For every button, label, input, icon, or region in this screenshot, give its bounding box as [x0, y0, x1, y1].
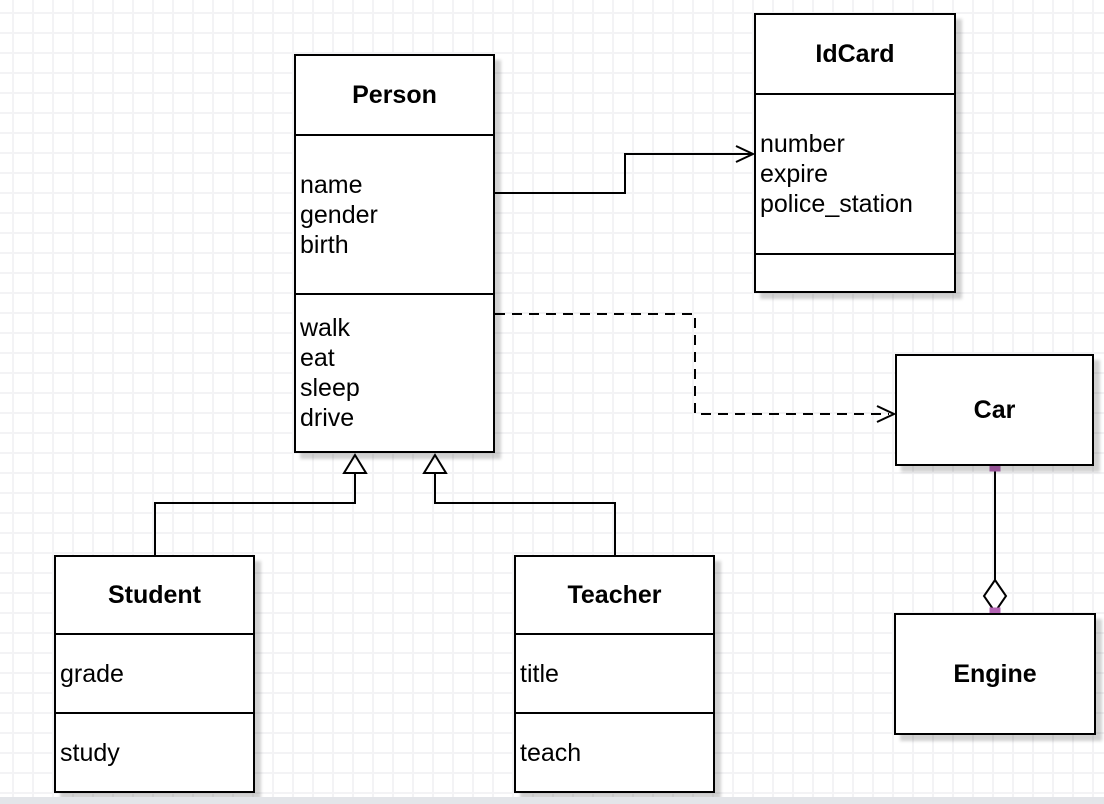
class-idcard[interactable]: IdCard number expire police_station — [754, 13, 956, 293]
method: drive — [300, 404, 355, 432]
class-title: Teacher — [567, 580, 662, 609]
class-title: Person — [352, 80, 437, 109]
attribute: name — [300, 170, 363, 199]
class-car[interactable]: Car — [895, 354, 1094, 466]
attributes-compartment: title — [516, 633, 713, 712]
attribute: birth — [300, 230, 349, 259]
methods-compartment: walk eat sleep drive — [296, 293, 493, 451]
attribute: title — [520, 659, 559, 688]
attribute: number — [760, 130, 845, 158]
method: sleep — [300, 374, 360, 402]
class-engine[interactable]: Engine — [894, 613, 1096, 735]
generalization-student-person[interactable] — [154, 472, 356, 555]
open-arrowhead-car-icon — [876, 405, 897, 423]
class-title: IdCard — [815, 39, 895, 68]
method: teach — [520, 738, 582, 767]
attribute: gender — [300, 200, 378, 229]
class-teacher[interactable]: Teacher title teach — [514, 555, 715, 793]
attribute: police_station — [760, 190, 913, 218]
class-title: Car — [973, 395, 1016, 424]
method: eat — [300, 344, 335, 372]
diamond-arrowhead-engine-icon — [982, 578, 1008, 614]
attributes-compartment: grade — [56, 633, 253, 712]
triangle-arrowhead-teacher-icon — [422, 453, 448, 474]
class-title: Engine — [953, 659, 1037, 688]
class-person[interactable]: Person name gender birth walk eat sleep … — [294, 54, 495, 453]
attributes-compartment: name gender birth — [296, 134, 493, 293]
page-edge-strip — [0, 797, 1104, 804]
association-person-idcard[interactable] — [495, 153, 751, 194]
dependency-person-car[interactable] — [495, 313, 889, 415]
methods-compartment — [756, 253, 954, 291]
methods-compartment: teach — [516, 712, 713, 791]
methods-compartment: study — [56, 712, 253, 791]
method: walk — [300, 314, 351, 342]
attribute: expire — [760, 160, 829, 188]
generalization-teacher-person[interactable] — [434, 472, 616, 555]
class-title: Student — [107, 580, 202, 609]
method: study — [60, 738, 120, 767]
open-arrowhead-idcard-icon — [735, 145, 756, 163]
attribute: grade — [60, 659, 124, 688]
attributes-compartment: number expire police_station — [756, 93, 954, 253]
triangle-arrowhead-student-icon — [342, 453, 368, 474]
class-student[interactable]: Student grade study — [54, 555, 255, 793]
